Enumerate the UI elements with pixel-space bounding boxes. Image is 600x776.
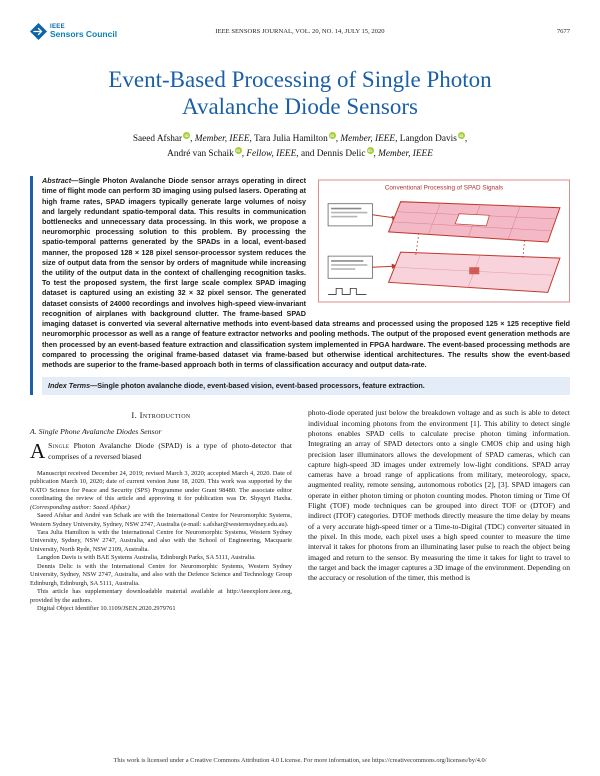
footnote-doi: Digital Object Identifier 10.1109/JSEN.2…	[37, 605, 176, 613]
separator: ,	[296, 148, 301, 159]
logo-council-text: Sensors Council	[50, 29, 118, 40]
footnote-supplementary[interactable]: This article has supplementary downloada…	[30, 588, 292, 604]
abstract-text: Single Photon Avalanche Diode sensor arr…	[42, 176, 570, 369]
page-header: IEEE Sensors Council IEEE SENSORS JOURNA…	[30, 23, 570, 52]
article-body: I. Introduction A. Single Phone Avalanch…	[30, 408, 570, 613]
orcid-icon[interactable]: iD	[457, 132, 465, 140]
subsection-heading-spad-sensor: A. Single Phone Avalanche Diodes Sensor	[30, 427, 162, 437]
journal-citation-line: IEEE SENSORS JOURNAL, VOL. 20, NO. 14, J…	[215, 28, 385, 35]
footnote-affiliation: Dennis Delic is with the International C…	[30, 562, 292, 587]
corresponding-author-note: (Corresponding author: Saeed Afshar.)	[30, 503, 130, 511]
body-paragraph: photo-diode operated just below the brea…	[308, 408, 570, 583]
section-heading-introduction: I. Introduction	[131, 410, 191, 421]
index-terms-text: Single photon avalanche diode, event-bas…	[97, 381, 425, 391]
figure-sensor-plane-bottom	[387, 251, 561, 293]
figure-graphic: Conventional Processing of SPAD Signals	[318, 179, 570, 303]
footnote-text: Manuscript received December 24, 2019; r…	[30, 469, 292, 503]
left-column: I. Introduction A. Single Phone Avalanch…	[30, 408, 292, 613]
graphical-abstract-figure: Conventional Processing of SPAD Signals	[318, 178, 570, 304]
paper-title: Event-Based Processing of Single Photon …	[30, 66, 570, 120]
figure-dashed-links	[415, 232, 525, 261]
license-footer[interactable]: This work is licensed under a Creative C…	[113, 757, 487, 764]
author-name: Saeed Afshar	[132, 134, 183, 145]
drop-cap: A	[30, 439, 46, 464]
author-role: Member, IEEE	[340, 134, 396, 145]
ieee-diamond-icon	[30, 23, 47, 40]
orcid-icon[interactable]: iD	[366, 146, 374, 154]
separator: ,	[373, 148, 379, 159]
author-role: Member, IEEE	[194, 134, 250, 145]
orcid-icon[interactable]: iD	[183, 132, 191, 140]
page-number: 7677	[556, 28, 570, 35]
footnotes-block: Manuscript received December 24, 2019; r…	[30, 470, 292, 614]
footnote-manuscript: Manuscript received December 24, 2019; r…	[30, 470, 292, 512]
separator: ,	[249, 134, 255, 145]
abstract-label: Abstract—	[42, 176, 79, 186]
index-terms: Index Terms—Single photon avalanche diod…	[42, 377, 570, 396]
intro-first-word: Single	[48, 441, 70, 451]
paper-title-line1: Event-Based Processing of Single Photon	[108, 67, 492, 92]
author-name: André van Schaik	[167, 148, 234, 159]
footnote-affiliation: Saeed Afshar and André van Schaik are wi…	[30, 512, 292, 528]
paper-title-line2: Avalanche Diode Sensors	[182, 94, 418, 120]
logo-ieee-text: IEEE	[50, 23, 65, 30]
author-name: Langdon Davis	[399, 134, 457, 145]
footnote-affiliation: Tara Julia Hamilton is with the Internat…	[30, 528, 292, 553]
figure-sensor-plane-top	[387, 201, 561, 243]
separator: ,	[241, 148, 247, 159]
orcid-icon[interactable]: iD	[328, 132, 336, 140]
author-name: and Dennis Delic	[300, 148, 366, 159]
figure-pulse-waveform-icon	[328, 288, 367, 295]
abstract-paragraph: Abstract—Single Photon Avalanche Diode s…	[42, 176, 570, 370]
intro-text: Photon Avalanche Diode (SPAD) is a type …	[48, 441, 292, 461]
ieee-sensors-council-logo: IEEE Sensors Council	[30, 23, 117, 40]
orcid-icon[interactable]: iD	[234, 146, 242, 154]
logo-text: IEEE Sensors Council	[50, 24, 117, 39]
author-role: Member, IEEE	[378, 148, 433, 159]
separator: ,	[335, 134, 341, 145]
separator: ,	[190, 134, 195, 145]
right-column: photo-diode operated just below the brea…	[308, 408, 570, 613]
separator: ,	[395, 134, 400, 145]
footnote-affiliation: Langdon Davis is with BAE Systems Austra…	[37, 554, 256, 562]
author-name: Tara Julia Hamilton	[254, 134, 328, 145]
separator: ,	[464, 134, 468, 145]
figure-box-counter	[327, 255, 373, 279]
figure-box-photon-detector	[327, 203, 373, 227]
index-terms-label: Index Terms—	[48, 381, 98, 391]
figure-title: Conventional Processing of SPAD Signals	[385, 185, 503, 192]
abstract-block: Conventional Processing of SPAD Signals	[30, 176, 570, 396]
author-role: Fellow, IEEE	[246, 148, 297, 159]
